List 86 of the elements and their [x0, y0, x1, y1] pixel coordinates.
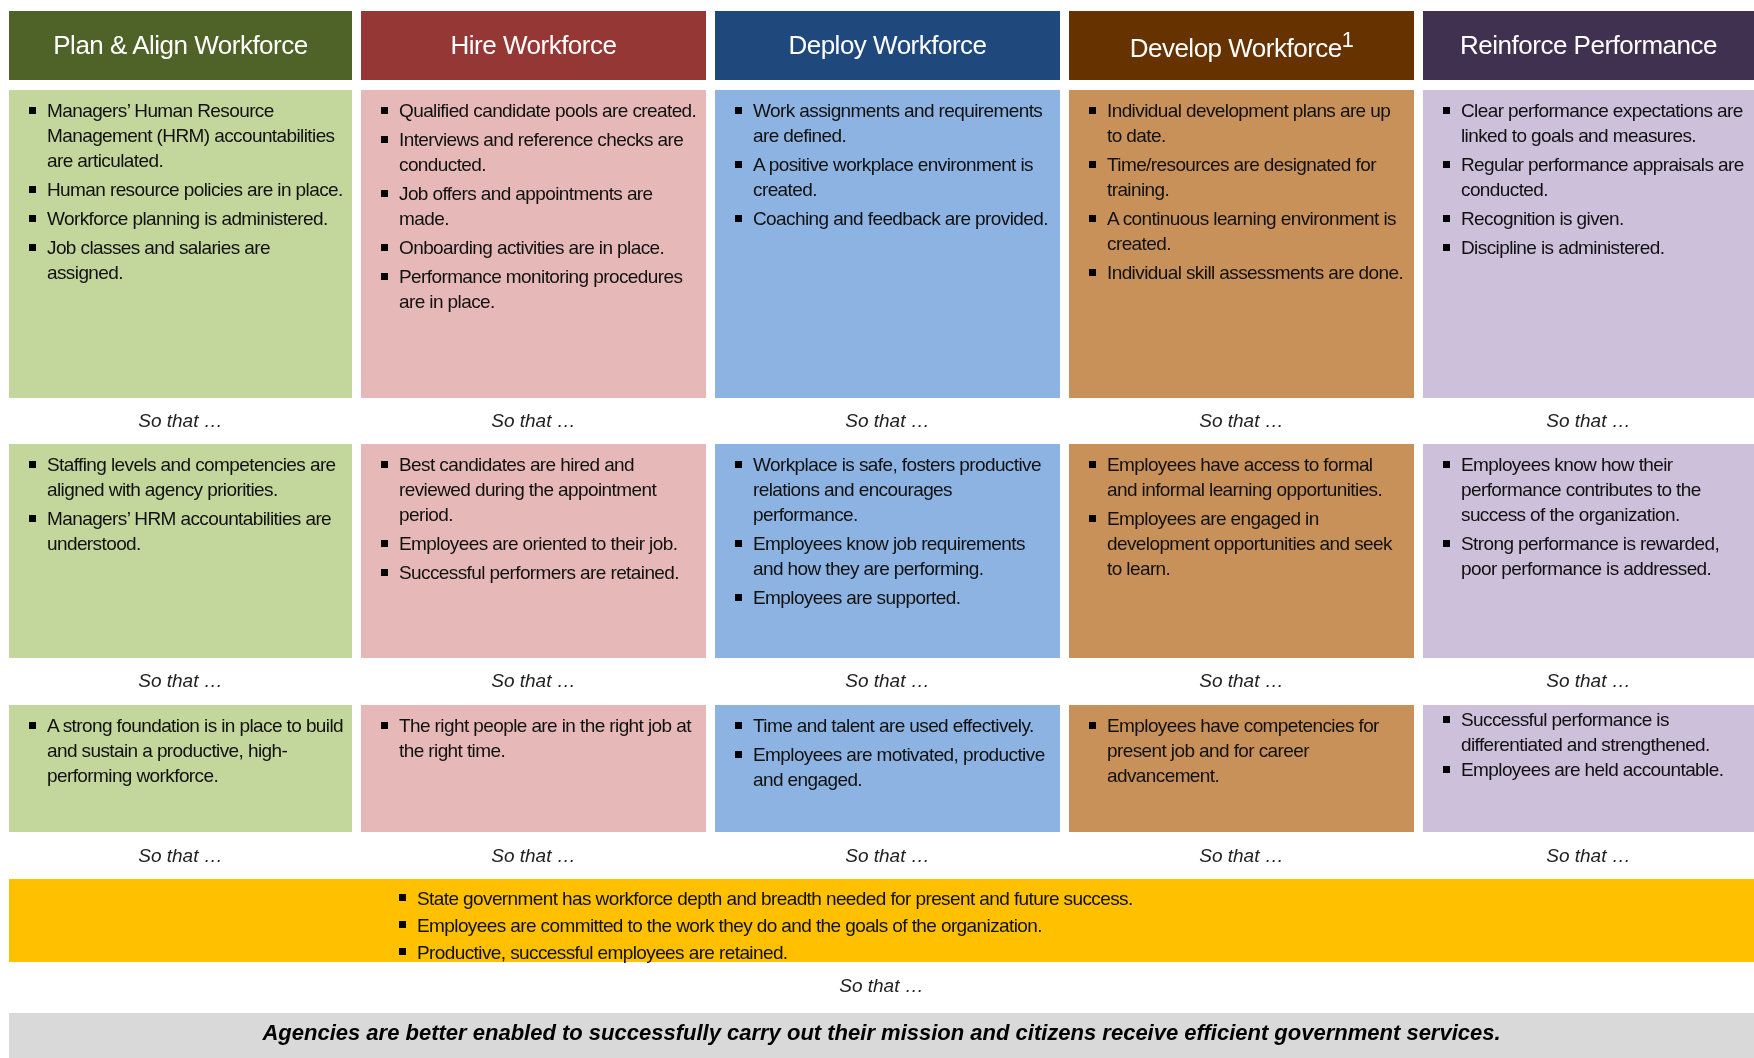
bullet-text: Employees are supported.	[753, 586, 962, 610]
bullet-text: Strong performance is rewarded, poor performance is addressed.	[1461, 532, 1721, 581]
bullet-text: Time/resources are designated for training.	[1107, 153, 1378, 202]
header-title: Deploy Workforce	[788, 30, 987, 61]
bullet-text: Managers’ HRM accountabilities are understood.	[47, 507, 333, 556]
bullet-text: Employees know how their performance contributes to the success of the organization.	[1461, 453, 1702, 527]
outcome-panel	[361, 90, 706, 398]
outcome-panel	[1069, 90, 1414, 398]
bullet-text: Interviews and reference checks are conducted.	[399, 128, 685, 177]
bullet-text: Best candidates are hired and reviewed during the appointment period.	[399, 453, 658, 527]
bullet-text: A strong foundation is in place to build and sustain a productive, high-performing workforce.	[47, 714, 344, 788]
header-title: Plan & Align Workforce	[53, 30, 308, 61]
outcome-panel	[361, 705, 706, 832]
bullet-text: Job offers and appointments are made.	[399, 182, 654, 231]
bullet-text: Employees have access to formal and informal learning opportunities.	[1107, 453, 1384, 502]
connector-phrase: So that …	[137, 670, 224, 692]
bullet-text: Recognition is given.	[1461, 207, 1625, 231]
connector-phrase: So that …	[844, 670, 931, 692]
connector-phrase: So that …	[490, 410, 577, 432]
bullet-text: Onboarding activities are in place.	[399, 236, 666, 260]
bullet-text: Clear performance expectations are linked to goals and measures.	[1461, 99, 1744, 148]
bullet-text: Successful performers are retained.	[399, 561, 680, 585]
bullet-text: A continuous learning environment is created.	[1107, 207, 1397, 256]
connector-phrase: So that …	[1545, 845, 1632, 867]
outcome-panel	[1423, 444, 1754, 658]
bullet-text: The right people are in the right job at the right time.	[399, 714, 693, 763]
connector-phrase: So that …	[838, 975, 925, 997]
connector-phrase: So that …	[1198, 410, 1285, 432]
column-header	[9, 11, 352, 80]
bullet-text: Employees are oriented to their job.	[399, 532, 679, 556]
bullet-text: Job classes and salaries are assigned.	[47, 236, 271, 285]
outcome-panel	[9, 90, 352, 398]
column-header	[715, 11, 1060, 80]
bullet-text: Employees are motivated, productive and engaged.	[753, 743, 1046, 792]
connector-phrase: So that …	[490, 670, 577, 692]
connector-phrase: So that …	[844, 410, 931, 432]
outcome-panel	[715, 90, 1060, 398]
outcome-panel	[9, 705, 352, 832]
bullet-text: Employees have competencies for present job and for career advancement.	[1107, 714, 1380, 788]
connector-phrase: So that …	[844, 845, 931, 867]
goal-statement: Agencies are better enabled to successfully carry out their mission and citizens receive efficient government services.	[262, 1020, 1501, 1046]
column-header	[1069, 11, 1414, 80]
outcome-banner	[9, 879, 1754, 962]
bullet-text: State government has workforce depth and breadth needed for present and future success.	[417, 887, 1134, 911]
connector-phrase: So that …	[137, 845, 224, 867]
bullet-text: Employees are held accountable.	[1461, 758, 1725, 782]
header-title: Hire Workforce	[450, 30, 617, 61]
bullet-text: Employees know job requirements and how they are performing.	[753, 532, 1026, 581]
outcome-panel	[1423, 90, 1754, 398]
outcome-panel	[1069, 705, 1414, 832]
bullet-text: Work assignments and requirements are defined.	[753, 99, 1044, 148]
outcome-panel	[9, 444, 352, 658]
bullet-text: Individual development plans are up to date.	[1107, 99, 1392, 148]
outcome-panel	[715, 705, 1060, 832]
outcome-panel	[715, 444, 1060, 658]
column-header	[1423, 11, 1754, 80]
bullet-text: Time and talent are used effectively.	[753, 714, 1035, 738]
bullet-text: A positive workplace environment is created.	[753, 153, 1034, 202]
connector-phrase: So that …	[1545, 670, 1632, 692]
outcome-panel	[1423, 705, 1754, 832]
bullet-text: Individual skill assessments are done.	[1107, 261, 1405, 285]
bullet-text: Discipline is administered.	[1461, 236, 1666, 260]
header-title: Develop Workforce$^{1}$	[1129, 27, 1354, 64]
bullet-text: Employees are committed to the work they do and the goals of the organization.	[417, 914, 1043, 938]
bullet-text: Successful performance is differentiated and strengthened.	[1461, 708, 1711, 757]
bullet-text: Managers’ Human Resource Management (HRM) accountabilities are articulated.	[47, 99, 336, 173]
bullet-text: Productive, successful employees are retained.	[417, 941, 789, 965]
bullet-text: Performance monitoring procedures are in place.	[399, 265, 684, 314]
bullet-text: Workforce planning is administered.	[47, 207, 329, 231]
bullet-text: Staffing levels and competencies are aligned with agency priorities.	[47, 453, 337, 502]
connector-phrase: So that …	[490, 845, 577, 867]
bullet-text: Qualified candidate pools are created.	[399, 99, 698, 123]
bullet-text: Employees are engaged in development opportunities and seek to learn.	[1107, 507, 1394, 581]
bullet-text: Workplace is safe, fosters productive relations and encourages performance.	[753, 453, 1042, 527]
column-header	[361, 11, 706, 80]
outcome-panel	[361, 444, 706, 658]
bullet-text: Human resource policies are in place.	[47, 178, 344, 202]
connector-phrase: So that …	[1545, 410, 1632, 432]
bullet-text: Coaching and feedback are provided.	[753, 207, 1049, 231]
connector-phrase: So that …	[1198, 670, 1285, 692]
goal-banner	[9, 1013, 1754, 1058]
bullet-text: Regular performance appraisals are conducted.	[1461, 153, 1745, 202]
outcome-panel	[1069, 444, 1414, 658]
connector-phrase: So that …	[137, 410, 224, 432]
header-title: Reinforce Performance	[1460, 30, 1717, 61]
connector-phrase: So that …	[1198, 845, 1285, 867]
